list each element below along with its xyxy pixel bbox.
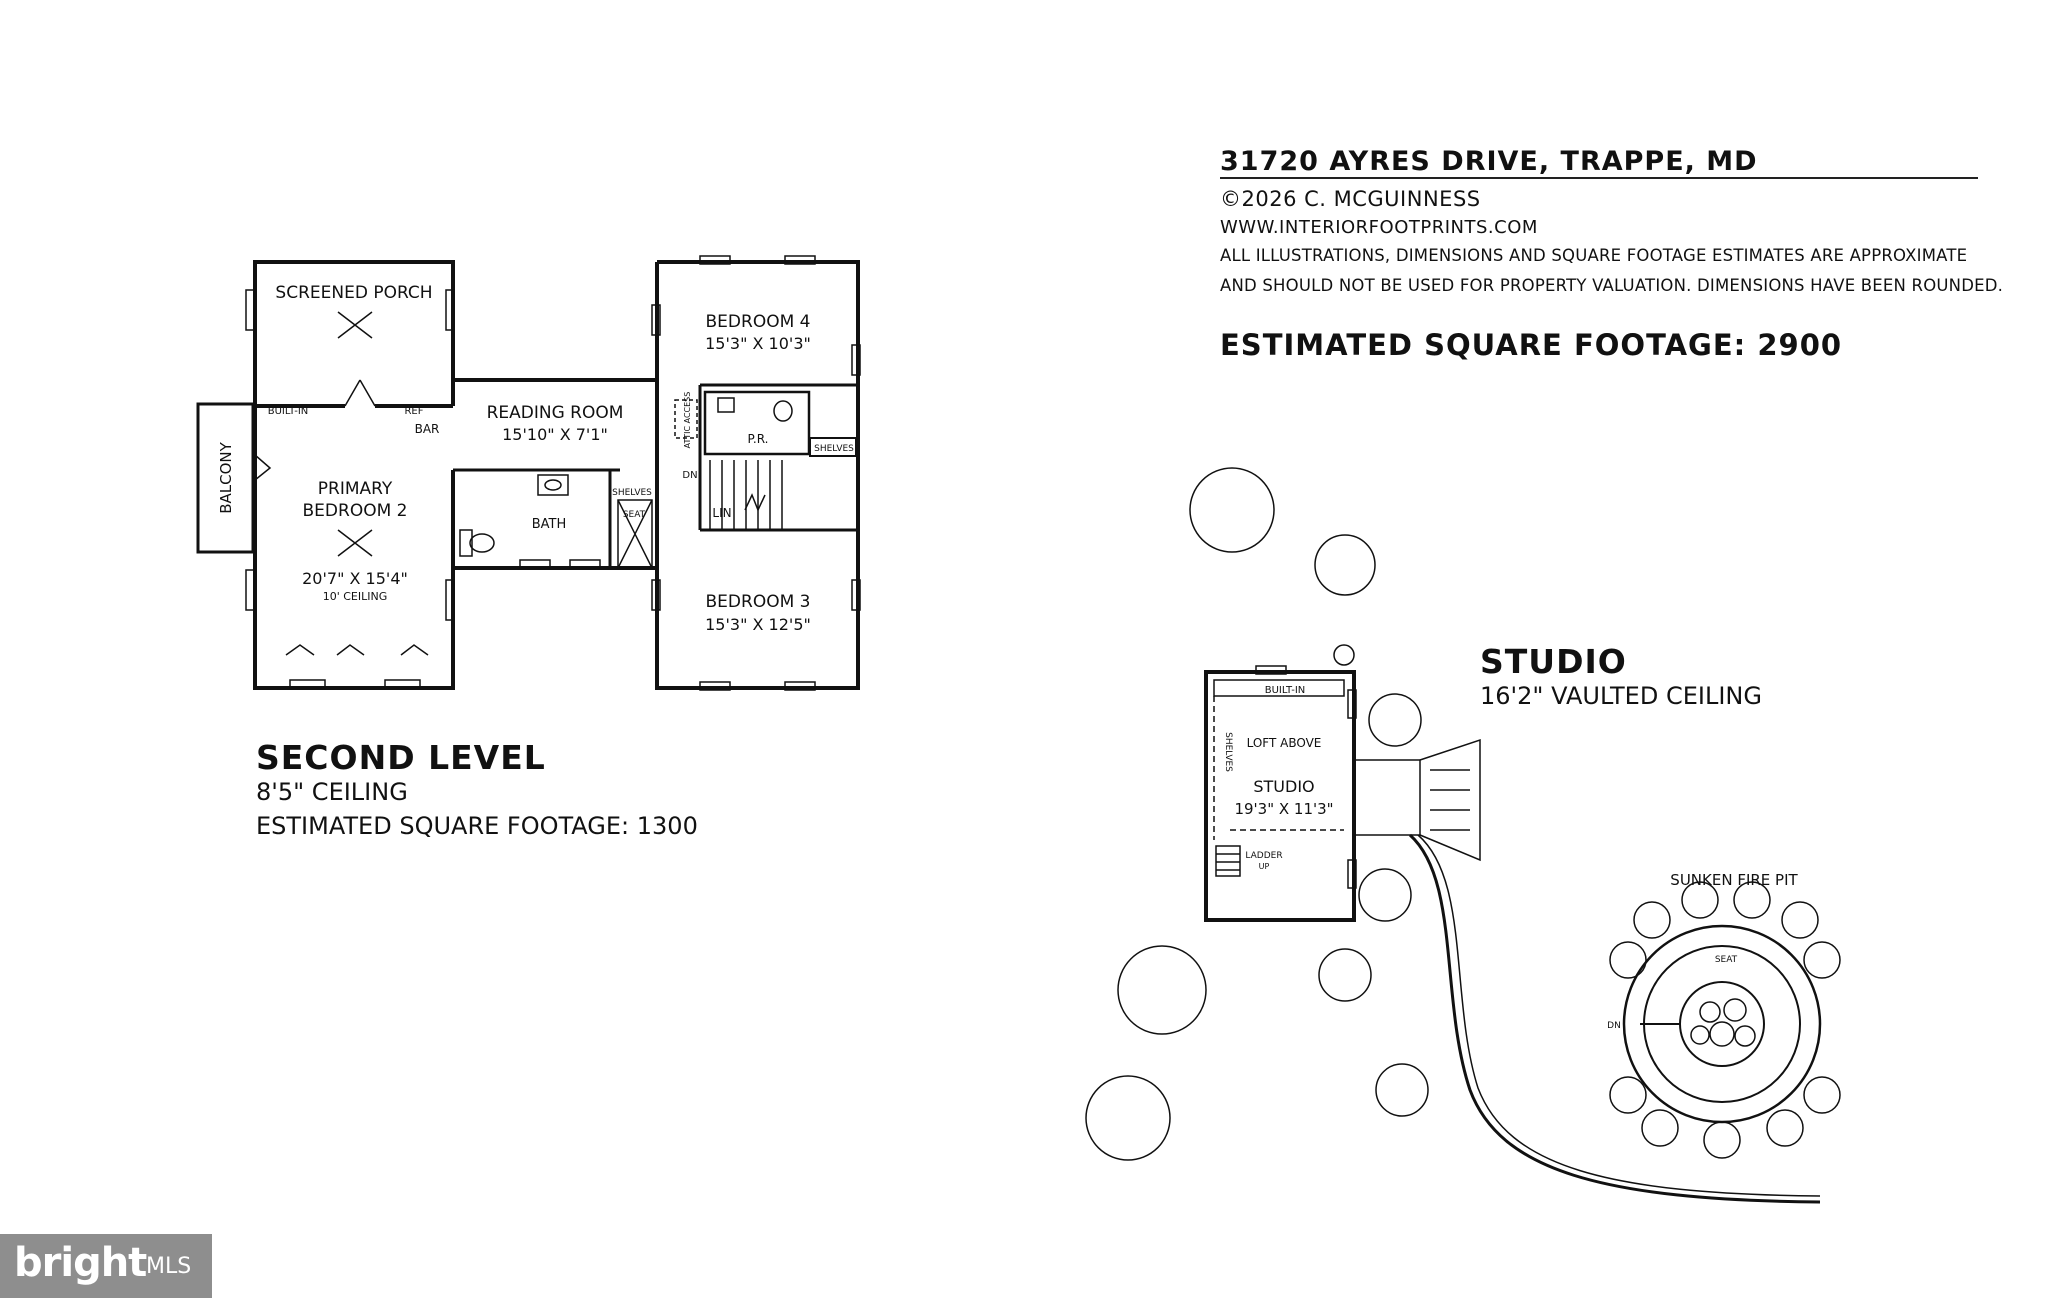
studio-room-name: STUDIO [1253, 777, 1314, 796]
pr-label: P.R. [748, 432, 769, 446]
attic-access-label: ATTIC ACCESS [683, 392, 692, 449]
bedroom-4-dims: 15'3" X 10'3" [705, 334, 811, 353]
tree [1368, 693, 1422, 747]
lin-label: LIN [712, 506, 731, 520]
property-address: 31720 AYRES DRIVE, TRAPPE, MD [1220, 146, 1758, 177]
total-square-footage: ESTIMATED SQUARE FOOTAGE: 2900 [1220, 328, 1843, 362]
bedroom-block-wall [655, 260, 860, 690]
reading-room-dims: 15'10" X 7'1" [502, 425, 608, 444]
second-level-sqft: ESTIMATED SQUARE FOOTAGE: 1300 [256, 812, 698, 840]
tree [1333, 644, 1355, 666]
tree [1358, 868, 1412, 922]
tree [1318, 948, 1372, 1002]
second-level-title: SECOND LEVEL [256, 738, 546, 777]
tree [1314, 534, 1376, 596]
primary-bedroom-wall [253, 406, 455, 690]
balcony [196, 402, 255, 554]
studio-title: STUDIO [1480, 642, 1627, 681]
bedroom-3-dims: 15'3" X 12'5" [705, 615, 811, 634]
logo-mls: MLS [146, 1254, 192, 1279]
tree [1117, 945, 1207, 1035]
bar-label: BAR [415, 422, 440, 436]
reading-room-name: READING ROOM [487, 403, 624, 423]
tree [1085, 1075, 1171, 1161]
screened-porch-wall [253, 260, 455, 406]
bath-label: BATH [532, 517, 567, 532]
logo-word: bright [14, 1240, 147, 1286]
studio-shelves-label: SHELVES [1223, 732, 1233, 772]
balcony-label: BALCONY [217, 441, 235, 513]
loft-above-label: LOFT ABOVE [1247, 736, 1322, 750]
bedroom-4-name: BEDROOM 4 [706, 312, 811, 332]
bright-mls-logo: bright MLS [0, 1234, 212, 1298]
screened-porch-label: SCREENED PORCH [275, 283, 432, 303]
website-line: WWW.INTERIORFOOTPRINTS.COM [1220, 217, 1538, 238]
dn-label: DN [682, 470, 697, 481]
ladder-up-label: UP [1259, 862, 1270, 871]
tree [1189, 467, 1275, 553]
tree [1375, 1063, 1429, 1117]
seat-label: SEAT [623, 510, 646, 520]
bedroom-3-name: BEDROOM 3 [706, 592, 811, 612]
primary-bedroom-name2: BEDROOM 2 [303, 501, 408, 521]
fire-pit-seat-label: SEAT [1715, 955, 1738, 965]
primary-bedroom-ceiling: 10' CEILING [323, 590, 388, 603]
primary-bedroom-dims: 20'7" X 15'4" [302, 569, 408, 588]
second-level-ceiling: 8'5" CEILING [256, 778, 408, 806]
ref-label: REF [404, 406, 423, 417]
studio-builtin-label: BUILT-IN [1265, 685, 1306, 696]
fire-pit-dn-label: DN [1607, 1021, 1621, 1031]
address-underline [1220, 177, 1978, 179]
primary-bedroom-name1: PRIMARY [318, 479, 393, 499]
disclaimer-line-1: ALL ILLUSTRATIONS, DIMENSIONS AND SQUARE… [1220, 246, 1968, 265]
disclaimer-line-2: AND SHOULD NOT BE USED FOR PROPERTY VALU… [1220, 276, 2004, 295]
ladder-label: LADDER [1245, 851, 1282, 861]
tree [1633, 901, 1671, 939]
studio-ceiling: 16'2" VAULTED CEILING [1480, 682, 1762, 710]
built-in-label: BUILT-IN [268, 406, 309, 417]
studio-room-dims: 19'3" X 11'3" [1234, 800, 1333, 818]
shelves-label-2: SHELVES [814, 444, 854, 454]
fire-pit-label: SUNKEN FIRE PIT [1670, 871, 1798, 889]
studio-building [1204, 670, 1356, 922]
copyright-line: ©2026 C. MCGUINNESS [1220, 187, 1481, 211]
shelves-label: SHELVES [612, 488, 652, 498]
